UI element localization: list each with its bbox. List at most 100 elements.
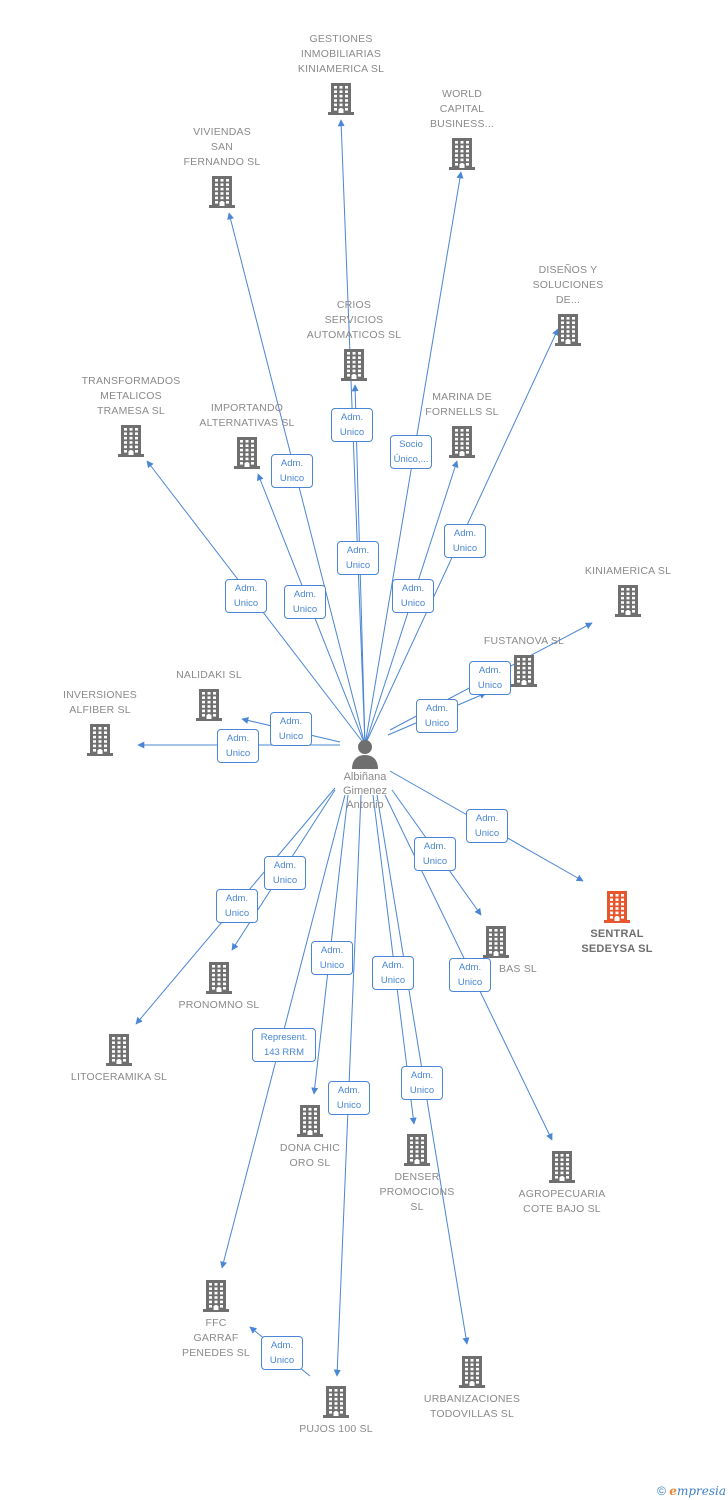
relation-label[interactable]: Adm.Unico	[401, 1066, 443, 1100]
company-name-line: KINIAMERICA SL	[297, 63, 385, 75]
relation-label[interactable]: Adm.Unico	[337, 541, 379, 575]
relation-label[interactable]: Represent.143 RRM	[252, 1028, 316, 1062]
relation-label-line: Unico	[233, 598, 259, 609]
company-name-line: TRAMESA SL	[97, 405, 165, 417]
company-node-pujos[interactable]: PUJOS 100 SL	[271, 1384, 401, 1437]
relation-label-line: Adm.	[279, 716, 303, 727]
company-name-line: GARRAF	[193, 1332, 239, 1344]
relation-label-line: Represent.	[260, 1032, 308, 1043]
relation-label-line: Unico	[269, 1355, 295, 1366]
footer-brand[interactable]: © empresia	[657, 1484, 726, 1498]
company-name-line: PROMOCIONS	[379, 1186, 455, 1198]
person-name-line: Gimenez	[342, 785, 388, 797]
relation-label-line: Adm.	[340, 412, 364, 423]
company-name: BAS SL	[431, 924, 561, 977]
company-name-line: INVERSIONES	[63, 689, 137, 701]
relation-label-line: Socio	[399, 439, 423, 450]
relation-label-line: Unico	[319, 960, 345, 971]
person-name-line: Albiñana	[343, 771, 387, 783]
relation-label[interactable]: Adm.Unico	[449, 958, 491, 992]
relation-label[interactable]: Adm.Unico	[466, 809, 508, 843]
relation-label[interactable]: Adm.Unico	[311, 941, 353, 975]
company-name-line: FUSTANOVA SL	[483, 635, 565, 647]
building-icon	[511, 655, 537, 687]
relation-label[interactable]: Adm.Unico	[331, 408, 373, 442]
relation-label-line: Adm.	[401, 583, 425, 594]
relation-label-line: Unico	[424, 718, 450, 729]
company-node-litoceramika[interactable]: LITOCERAMIKA SL	[54, 1032, 184, 1085]
company-name-line: SEDEYSA SL	[581, 943, 653, 955]
company-node-fustanova[interactable]: FUSTANOVA SL	[459, 634, 589, 689]
company-node-pronomno[interactable]: PRONOMNO SL	[154, 960, 284, 1013]
relation-label[interactable]: Adm.Unico	[444, 524, 486, 558]
company-name: KINIAMERICA SL	[563, 564, 693, 579]
relation-label[interactable]: Adm.Unico	[261, 1336, 303, 1370]
relation-label[interactable]: Adm.Unico	[271, 454, 313, 488]
relation-label-line: Unico	[336, 1100, 362, 1111]
relation-label-line: Unico	[225, 748, 251, 759]
relation-label-line: Adm.	[293, 589, 317, 600]
company-name-line: CAPITAL	[439, 103, 485, 115]
company-name: NALIDAKI SL	[144, 668, 274, 683]
company-name-line: SL	[410, 1201, 424, 1213]
relation-label-line: Adm.	[225, 893, 249, 904]
person-node[interactable]: Albiñana Gimenez Antonio	[300, 738, 430, 812]
relation-label[interactable]: Adm.Unico	[328, 1081, 370, 1115]
relation-label[interactable]: Adm.Unico	[284, 585, 326, 619]
company-name-line: DE...	[555, 294, 581, 306]
relation-label-line: Unico	[400, 598, 426, 609]
company-name-line: SERVICIOS	[324, 314, 384, 326]
empresia-logo: empresia	[669, 1484, 726, 1498]
building-icon	[106, 1034, 132, 1066]
company-node-kiniamerica[interactable]: KINIAMERICA SL	[563, 564, 693, 619]
company-name-line: KINIAMERICA SL	[584, 565, 672, 577]
relation-label[interactable]: Adm.Unico	[264, 856, 306, 890]
company-name-line: DONA CHIC	[279, 1142, 341, 1154]
building-icon	[323, 1386, 349, 1418]
company-name-line: PENEDES SL	[182, 1347, 250, 1359]
relation-label[interactable]: Adm.Unico	[270, 712, 312, 746]
relation-label[interactable]: Adm.Unico	[217, 729, 259, 763]
relation-label[interactable]: Adm. Unico	[392, 579, 434, 613]
company-name-line: PRONOMNO SL	[178, 999, 260, 1011]
relation-label[interactable]: Adm.Unico	[416, 699, 458, 733]
relation-label[interactable]: Adm.Unico	[469, 661, 511, 695]
company-node-nalidaki[interactable]: NALIDAKI SL	[144, 668, 274, 723]
relation-label[interactable]: Adm.Unico	[216, 889, 258, 923]
building-icon	[604, 891, 630, 923]
relation-label-line: Unico	[380, 975, 406, 986]
company-name-line: MARINA DE	[432, 391, 492, 403]
relation-label[interactable]: Adm.Unico	[225, 579, 267, 613]
company-node-bas[interactable]: BAS SL	[431, 924, 561, 977]
relation-label[interactable]: Adm.Unico	[414, 837, 456, 871]
relation-label[interactable]: Adm.Unico	[372, 956, 414, 990]
relation-label-line: Unico	[272, 875, 298, 886]
building-icon	[206, 962, 232, 994]
company-name-line: METALICOS	[100, 390, 162, 402]
